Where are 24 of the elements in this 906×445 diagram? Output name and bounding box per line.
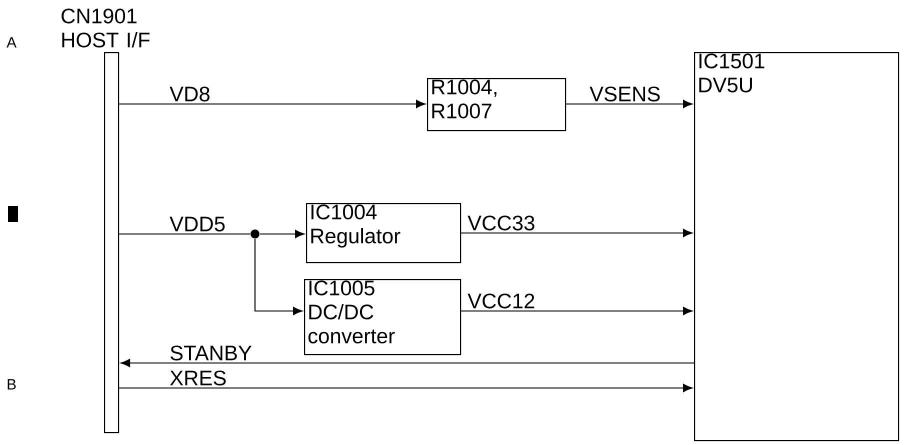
signal-label: VSENS (588, 86, 662, 102)
signal-label: VCC12 (466, 292, 536, 310)
signal-label: VCC33 (466, 214, 536, 232)
node-label: CN1901 HOST I/F (62, 8, 150, 48)
block-box: R1004, R1007 (427, 78, 566, 132)
arrow (566, 100, 692, 108)
grid-letter: B (8, 379, 16, 390)
arrow (120, 358, 694, 368)
arrow (254, 239, 302, 316)
signal-label: STANBY (168, 344, 254, 362)
grid-letter: A (6, 37, 17, 48)
signal-label: XRES (168, 370, 228, 386)
arrow (119, 384, 692, 392)
signal-label: VDD5 (168, 216, 227, 232)
connector-bar: CN1901 HOST I/F (62, 8, 150, 434)
signal-label: VD8 (168, 86, 212, 102)
junction-dot (250, 230, 260, 238)
block-box: IC1005 DC/DC converter (304, 279, 462, 356)
block-box: IC1004 Regulator (306, 203, 462, 264)
arrow (461, 228, 692, 238)
arrow (119, 100, 426, 108)
arrow (260, 230, 304, 238)
arrow (461, 306, 692, 316)
block-box: IC1501 DV5U (694, 52, 900, 442)
